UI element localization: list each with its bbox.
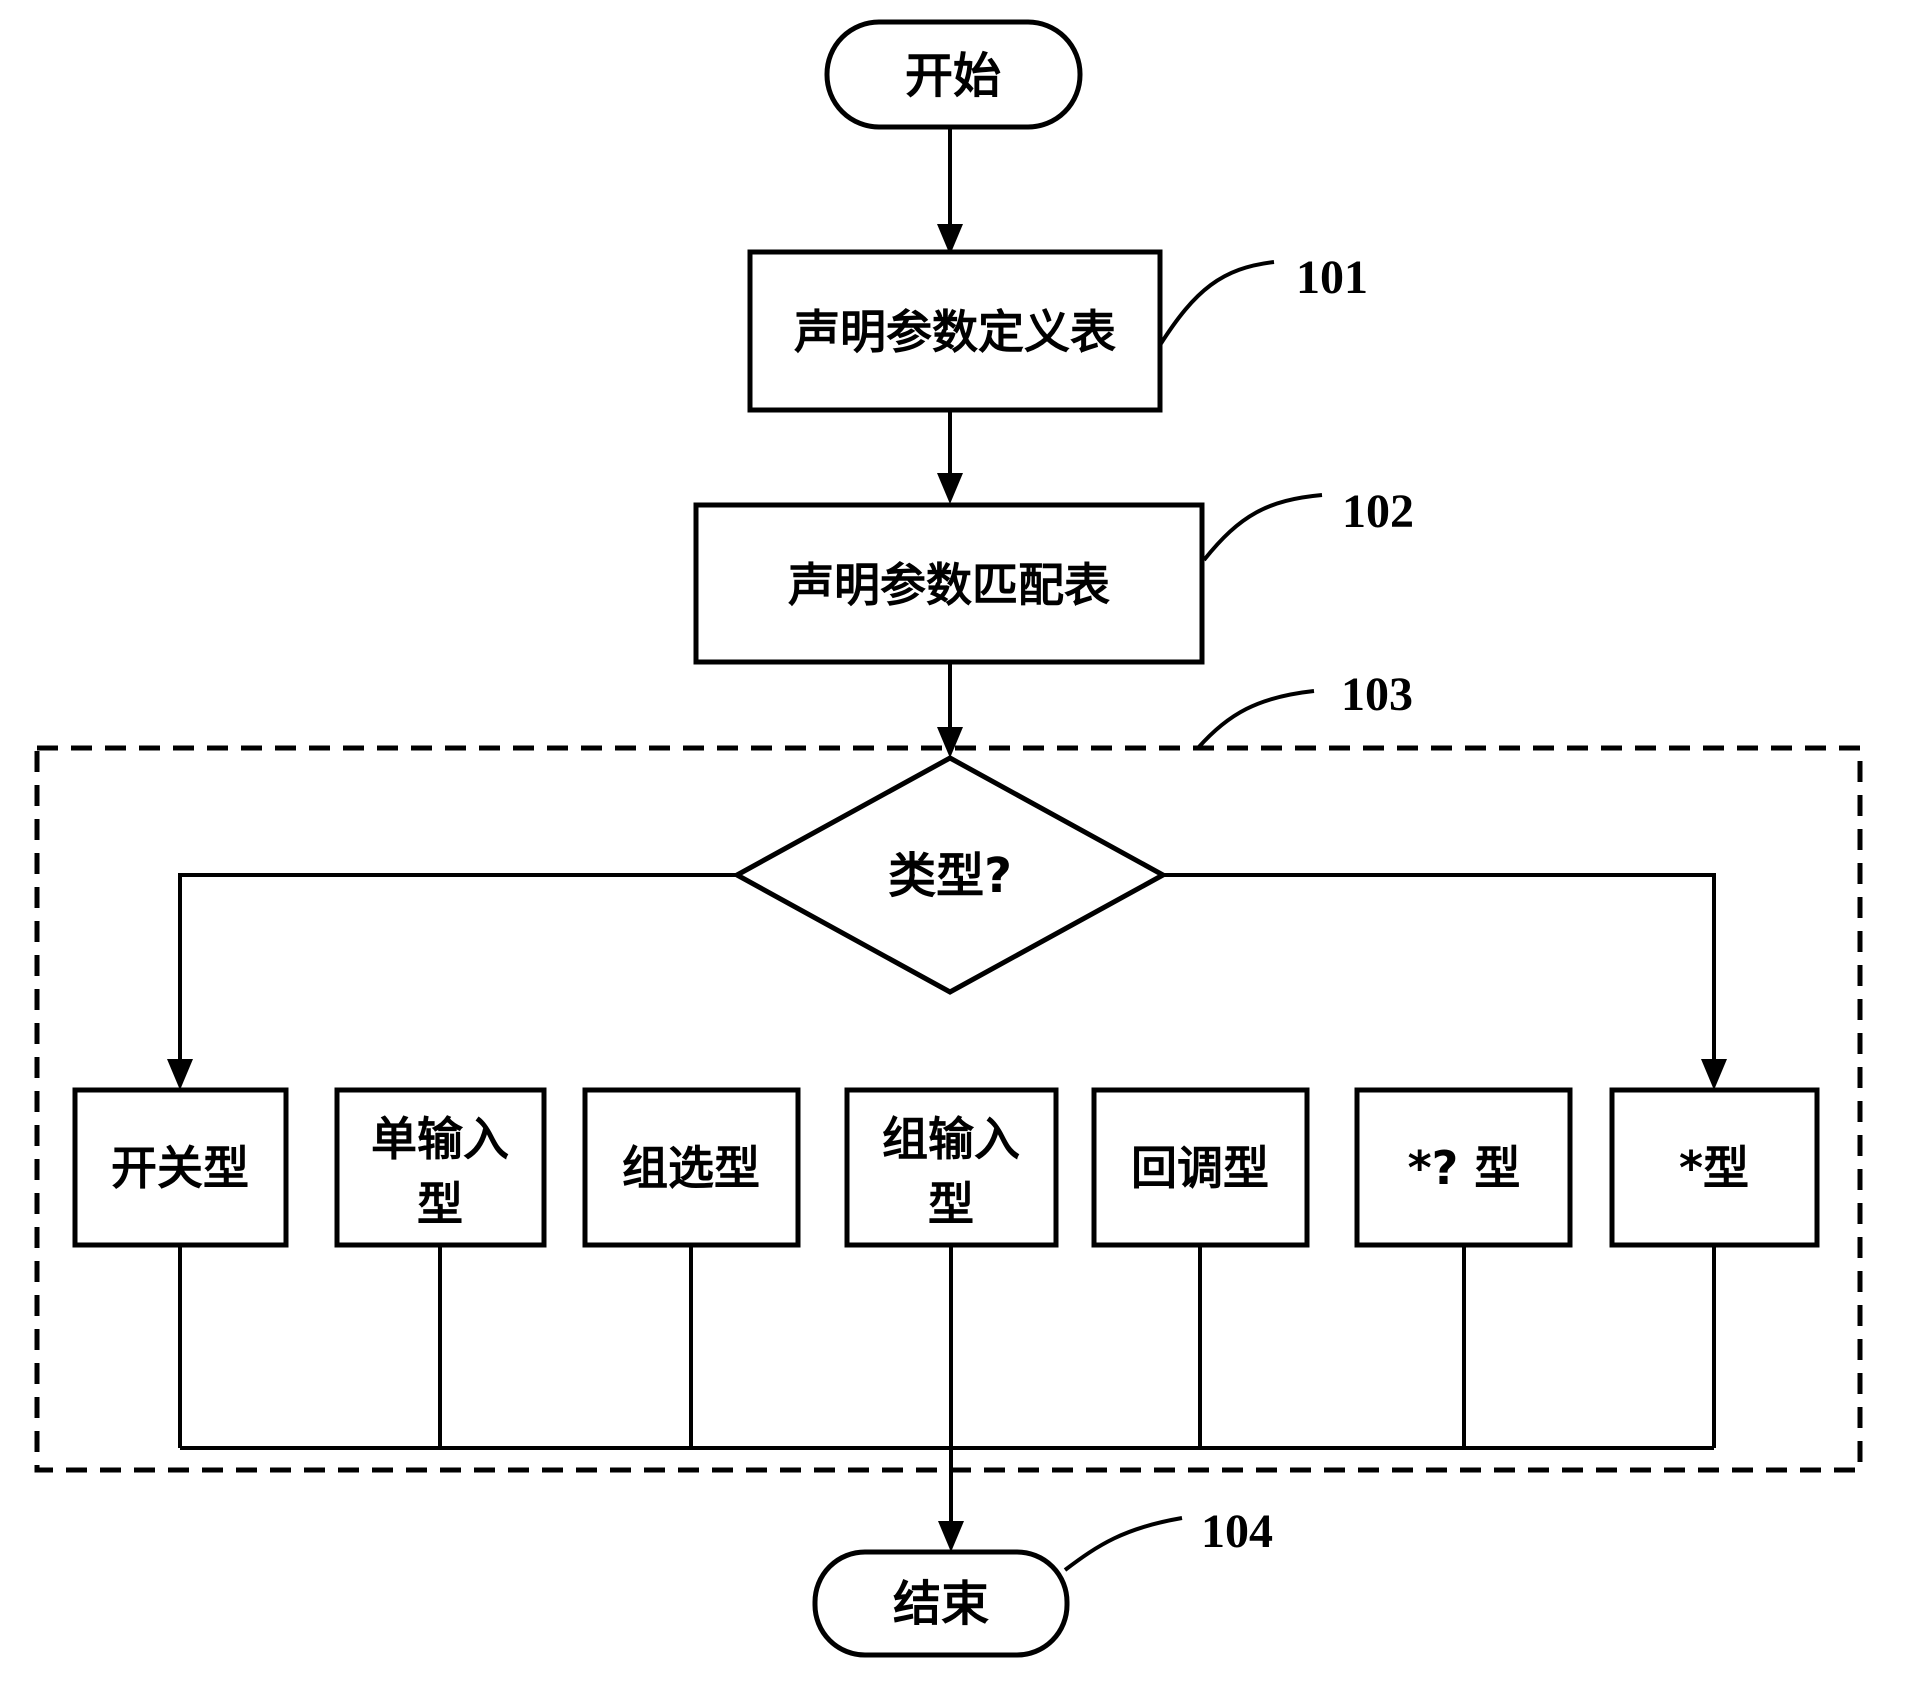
end-node-label: 结束 (893, 1576, 989, 1632)
arrowhead-into-101 (937, 224, 963, 255)
type-box-group-select (582, 1087, 801, 1248)
type-box-group-input (844, 1087, 1059, 1248)
type-box-group-input-line1: 组输入 (882, 1112, 1020, 1166)
type-box-callback (1091, 1087, 1310, 1248)
arrowhead-into-box-1 (167, 1059, 193, 1090)
leader-line-101 (1158, 260, 1275, 347)
decision-diamond (731, 755, 1169, 995)
def-table-label: 声明参数定义表 (794, 305, 1116, 359)
branch-right (1163, 873, 1716, 1080)
type-box-star-label: *型 (1679, 1141, 1749, 1195)
arrowhead-into-box-7 (1701, 1059, 1727, 1090)
arrowhead-into-end (938, 1521, 964, 1552)
ref-102: 102 (1342, 485, 1414, 538)
dashed-group-box (34, 745, 1863, 1473)
ref-104: 104 (1201, 1505, 1273, 1558)
type-box-group-select-label: 组选型 (622, 1141, 760, 1195)
type-box-star (1609, 1087, 1820, 1248)
arrowhead-into-decision (937, 727, 963, 758)
type-box-single-input-line2: 型 (417, 1177, 463, 1231)
ref-103: 103 (1341, 668, 1413, 721)
end-node (812, 1549, 1070, 1658)
type-box-star-question-label: *? 型 (1408, 1141, 1521, 1195)
type-box-switch-label: 开关型 (111, 1141, 249, 1195)
process-box-match-table (693, 502, 1205, 665)
start-node (824, 19, 1083, 130)
ref-101: 101 (1296, 251, 1368, 304)
start-node-label: 开始 (905, 48, 1001, 104)
match-table-label: 声明参数匹配表 (788, 558, 1110, 612)
type-box-group-input-line2: 型 (928, 1177, 974, 1231)
type-box-single-input-line1: 单输入 (371, 1112, 509, 1166)
leader-line-104 (1063, 1516, 1183, 1572)
branch-left (178, 873, 737, 1080)
arrowhead-into-102 (937, 473, 963, 504)
type-box-single-input (334, 1087, 547, 1248)
leader-line-102 (1202, 493, 1323, 562)
leader-line-103 (1196, 689, 1315, 750)
process-box-def-table (747, 249, 1163, 413)
decision-label: 类型? (888, 848, 1012, 904)
type-box-callback-label: 回调型 (1131, 1141, 1269, 1195)
